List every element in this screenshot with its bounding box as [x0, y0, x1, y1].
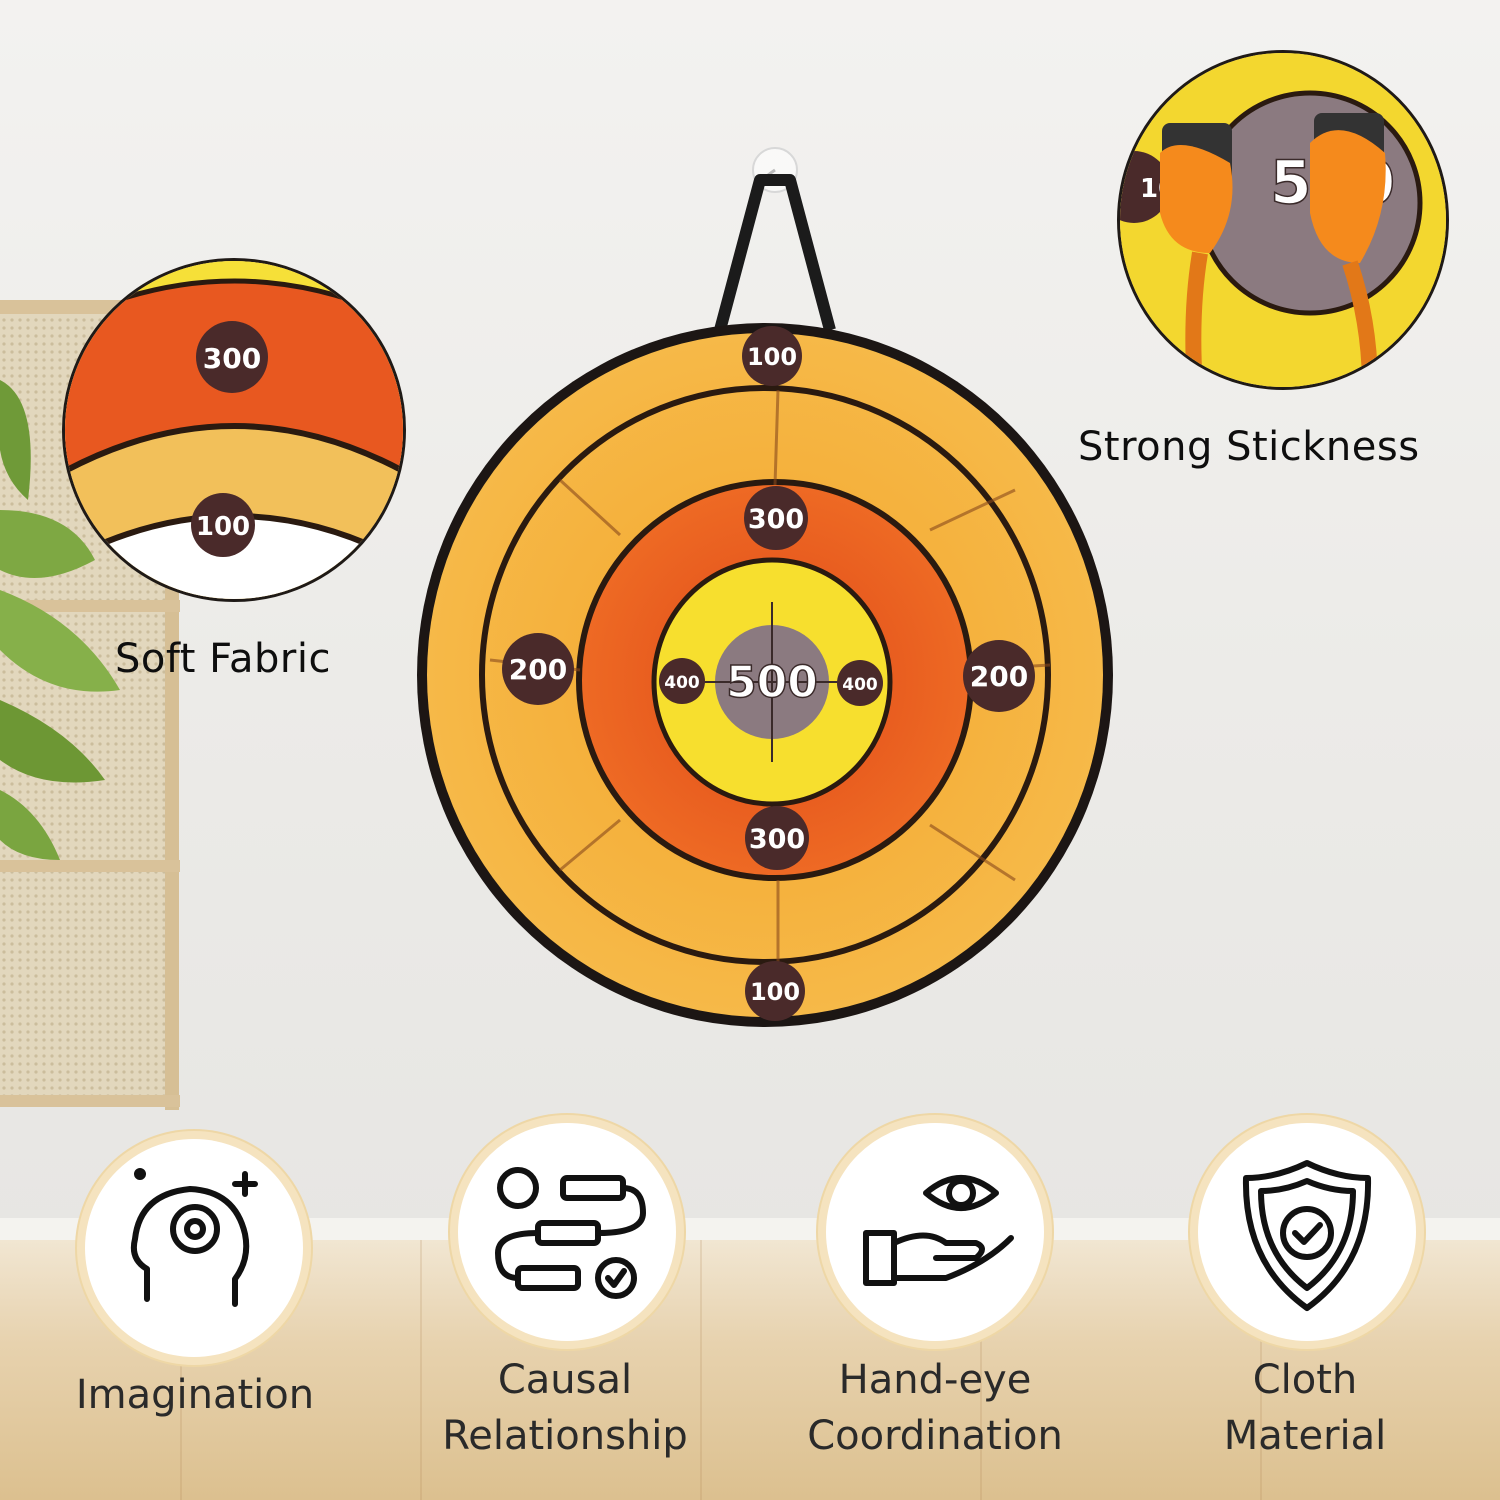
label-strong-stickness: Strong Stickness: [1078, 424, 1420, 470]
feature-causal-circle: [458, 1123, 676, 1341]
svg-text:300: 300: [203, 342, 261, 375]
svg-text:100: 100: [196, 512, 250, 542]
shield-check-icon: [1242, 1160, 1372, 1311]
score-badge-outer-top: 100: [742, 326, 802, 386]
feature-label-imagination: Imagination: [75, 1372, 315, 1418]
zoom-score-badge-bottom: 100: [191, 493, 255, 557]
zoom-score-badge-left: [1120, 151, 1170, 223]
feature-cloth-circle: [1198, 1123, 1416, 1341]
hanging-strap: [714, 147, 836, 332]
score-badge-bull-left: 400: [659, 658, 705, 704]
feature-imagination-circle: [85, 1139, 303, 1357]
svg-text:300: 300: [749, 824, 805, 855]
feature-label-handeye: Hand-eye Coordination: [807, 1357, 1063, 1459]
process-flow-icon: [495, 1167, 646, 1299]
score-badge-outer-bottom: 100: [745, 961, 805, 1021]
feature-label-cloth: Cloth Material: [1223, 1357, 1387, 1459]
score-badge-inner-top: 300: [744, 486, 808, 550]
label-soft-fabric: Soft Fabric: [115, 636, 331, 682]
score-badge-inner-bottom: 300: [745, 806, 809, 870]
svg-text:100: 100: [747, 343, 797, 371]
plant-leaves: [0, 380, 120, 860]
score-badge-bull-right: 400: [837, 660, 883, 706]
svg-text:500: 500: [726, 657, 818, 708]
score-center: 500: [725, 656, 818, 709]
svg-text:400: 400: [664, 673, 700, 693]
svg-text:300: 300: [748, 504, 804, 535]
svg-text:200: 200: [970, 660, 1028, 693]
target-board: 100 300 200 400 500 400 200 300 100: [417, 323, 1113, 1027]
score-badge-middle-right: 200: [963, 640, 1035, 712]
hand-eye-icon: [863, 1175, 1014, 1286]
zoom-soft-fabric: 300 100: [62, 258, 406, 602]
feature-label-causal: Causal Relationship: [442, 1357, 688, 1459]
score-badge-middle-left: 200: [502, 633, 574, 705]
zoom-strong-stickness: 500 10: [1117, 50, 1449, 390]
svg-text:100: 100: [750, 978, 800, 1006]
svg-text:400: 400: [842, 675, 878, 695]
feature-handeye-circle: [826, 1123, 1044, 1341]
zoom-score-badge-top: 300: [196, 321, 268, 393]
head-with-gear-icon: [130, 1168, 258, 1307]
svg-text:200: 200: [509, 653, 567, 686]
